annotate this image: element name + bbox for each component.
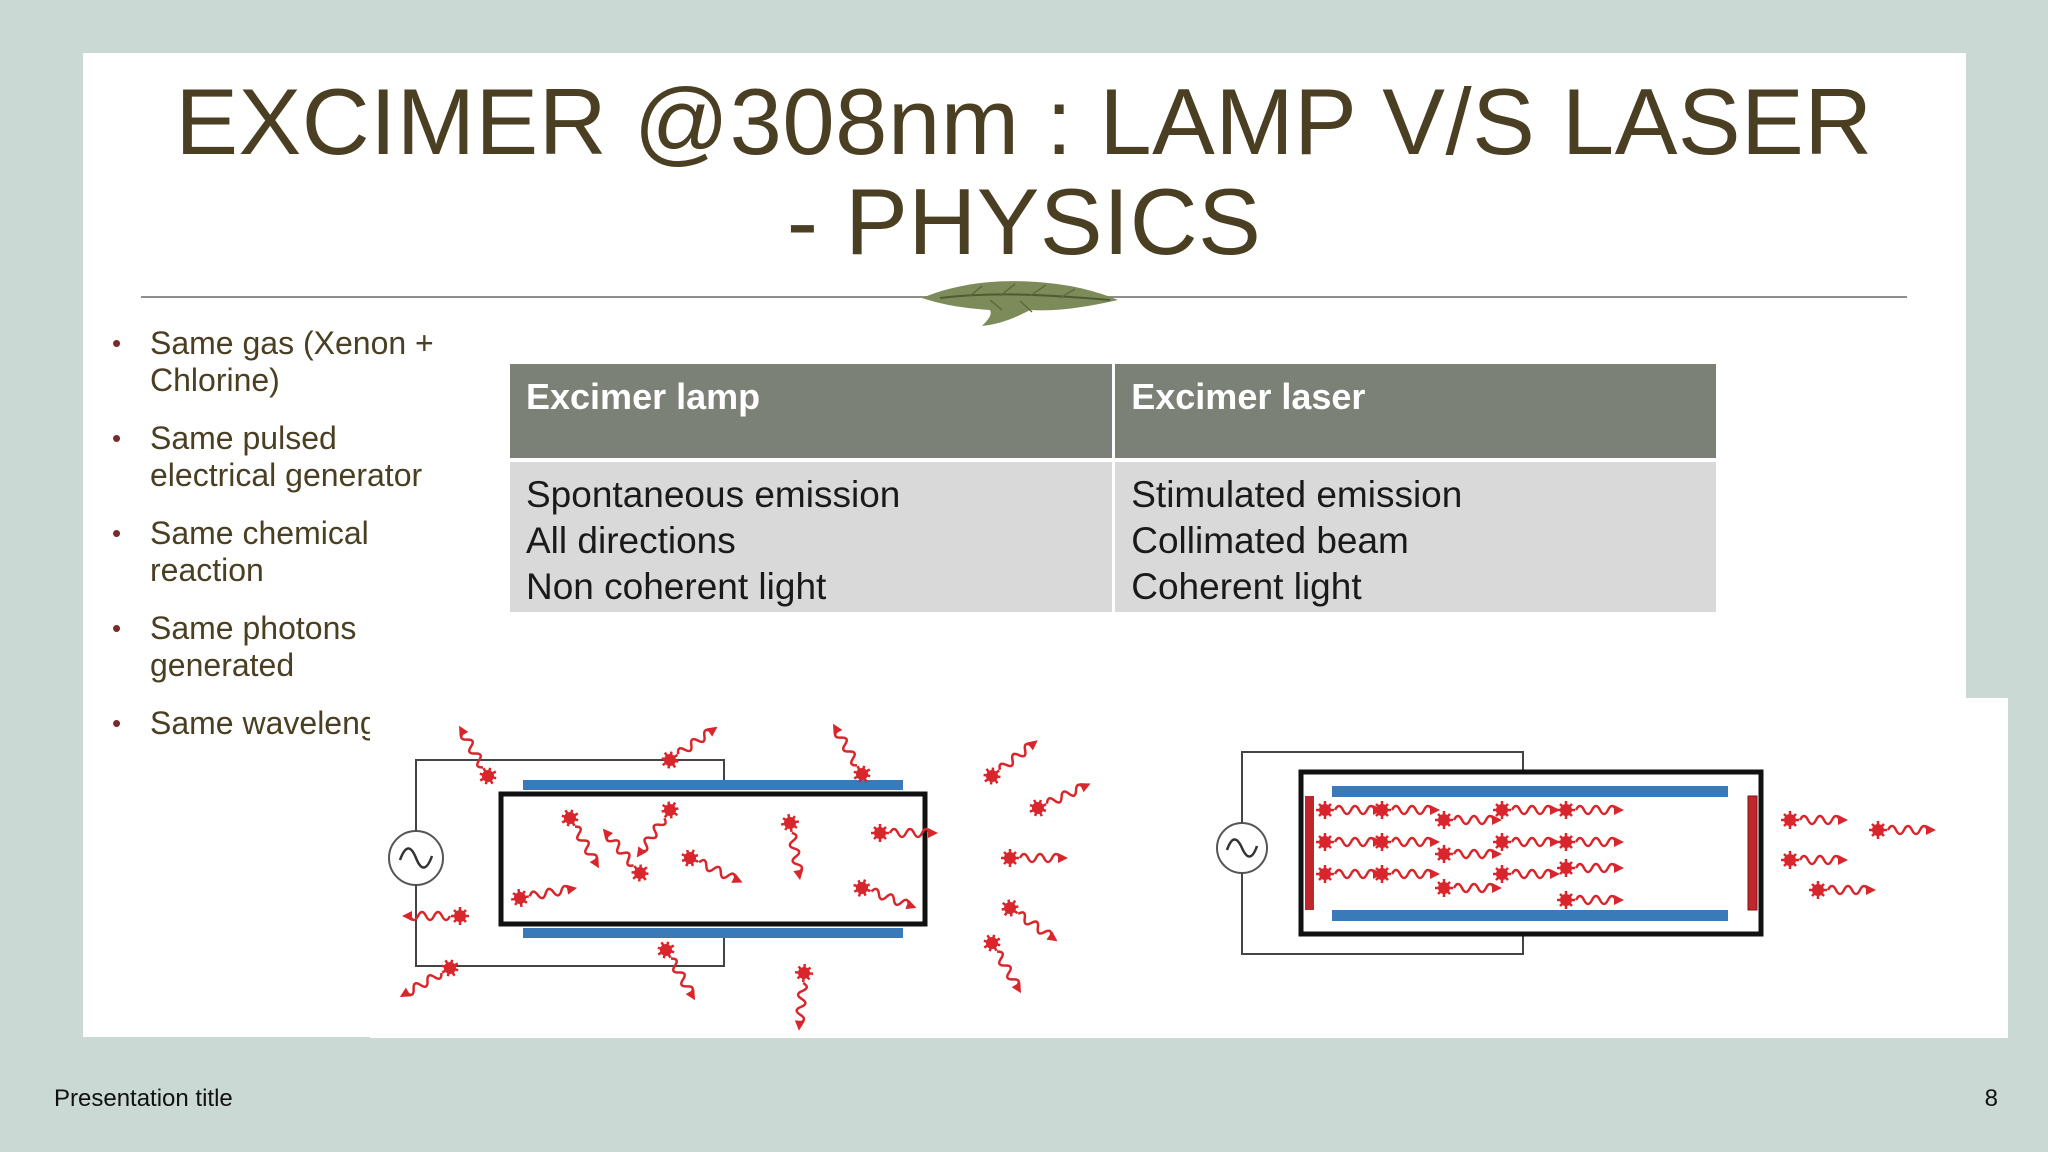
- header-excimer-lamp: Excimer lamp: [510, 364, 1116, 460]
- laser-property: Collimated beam: [1131, 520, 1409, 561]
- laser-electrode-top: [1332, 786, 1728, 797]
- bullet-dot-icon: •: [112, 613, 122, 643]
- header-excimer-laser: Excimer laser: [1113, 364, 1719, 460]
- laser-wire-top: [1241, 751, 1524, 823]
- lamp-wire-top: [415, 759, 725, 831]
- laser-wire-bottom: [1241, 873, 1524, 955]
- laser-property: Coherent light: [1131, 566, 1362, 607]
- lamp-properties-cell: Spontaneous emission All directions Non …: [510, 458, 1116, 612]
- page-number: 8: [1984, 1085, 1998, 1112]
- bullet-dot-icon: •: [112, 328, 122, 358]
- bullet-dot-icon: •: [112, 708, 122, 738]
- mirror-icon: [1305, 796, 1314, 910]
- table-header-row: Excimer lamp Excimer laser: [510, 364, 1719, 460]
- mirror-icon: [1747, 795, 1758, 911]
- laser-cavity-icon: [1298, 769, 1764, 937]
- lamp-laser-diagram: [370, 698, 2008, 1038]
- title-line-2: - PHYSICS: [786, 169, 1262, 274]
- lamp-electrode-bottom: [523, 928, 903, 938]
- bullet-item: •Same gas (Xenon + Chlorine): [112, 325, 434, 398]
- bullet-item: •Same photons generated: [112, 610, 357, 683]
- bullet-dot-icon: •: [112, 423, 122, 453]
- slide-title: EXCIMER @308nm : LAMP V/S LASER - PHYSIC…: [0, 72, 2048, 272]
- title-line-1: EXCIMER @308nm : LAMP V/S LASER: [175, 69, 1873, 174]
- laser-electrode-bottom: [1332, 910, 1728, 921]
- leaf-ornament-icon: [922, 281, 1118, 326]
- comparison-table: Excimer lamp Excimer laser Spontaneous e…: [510, 364, 1719, 612]
- table-row: Spontaneous emission All directions Non …: [510, 458, 1719, 612]
- laser-properties-cell: Stimulated emission Collimated beam Cohe…: [1113, 458, 1719, 612]
- lamp-wire-bottom: [415, 885, 725, 967]
- bullet-item: •Same pulsed electrical generator: [112, 420, 423, 493]
- laser-property: Stimulated emission: [1131, 474, 1463, 515]
- bullet-list: •Same gas (Xenon + Chlorine) •Same pulse…: [108, 325, 463, 745]
- bullet-dot-icon: •: [112, 518, 122, 548]
- footer-presentation-title: Presentation title: [54, 1085, 233, 1112]
- ac-source-icon: [1216, 822, 1268, 874]
- lamp-property: Spontaneous emission: [526, 474, 901, 515]
- lamp-electrode-top: [523, 780, 903, 790]
- diagram-svg: [388, 698, 2008, 1038]
- lamp-property: All directions: [526, 520, 736, 561]
- bullet-item: •Same wavelength: [112, 705, 405, 741]
- bullet-item: •Same chemical reaction: [112, 515, 369, 588]
- lamp-property: Non coherent light: [526, 566, 827, 607]
- ac-source-icon: [388, 830, 444, 886]
- lamp-tube-icon: [498, 791, 928, 927]
